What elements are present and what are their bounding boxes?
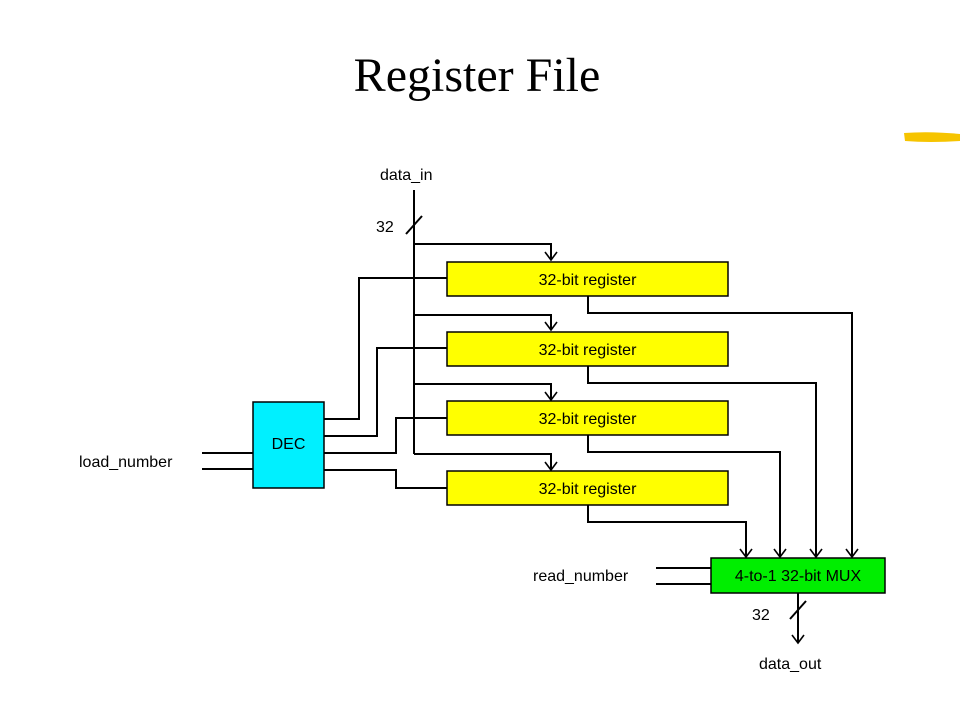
data-in-width-label: 32 <box>376 219 394 236</box>
register-3: 32-bit register <box>446 470 729 506</box>
data-in-label: data_in <box>380 167 433 184</box>
mux-block <box>710 557 886 594</box>
register-output-wires <box>587 296 859 559</box>
register-label: 32-bit register <box>539 481 637 498</box>
decoder-block <box>252 401 325 489</box>
register-label: 32-bit register <box>539 342 637 359</box>
read-number-label: read_number <box>533 568 629 585</box>
register-2: 32-bit register <box>446 400 729 436</box>
register-label: 32-bit register <box>539 272 637 289</box>
mux-label: 4-to-1 32-bit MUX <box>735 568 862 585</box>
data-in-width-slash <box>405 215 423 235</box>
register-1: 32-bit register <box>446 331 729 367</box>
page-title: Register File <box>353 49 601 102</box>
data-out-width-slash <box>789 600 807 620</box>
data-out-width-label: 32 <box>752 607 770 624</box>
data-in-branches <box>414 243 558 472</box>
corner-highlight-mark <box>904 132 960 142</box>
decoder-label: DEC <box>272 436 306 453</box>
register-label: 32-bit register <box>539 411 637 428</box>
load-number-label: load_number <box>79 454 173 471</box>
decoder-output-wires <box>324 277 447 489</box>
data-out-label: data_out <box>759 656 822 673</box>
register-0: 32-bit register <box>446 261 729 297</box>
data-out-arrowhead <box>791 634 805 645</box>
